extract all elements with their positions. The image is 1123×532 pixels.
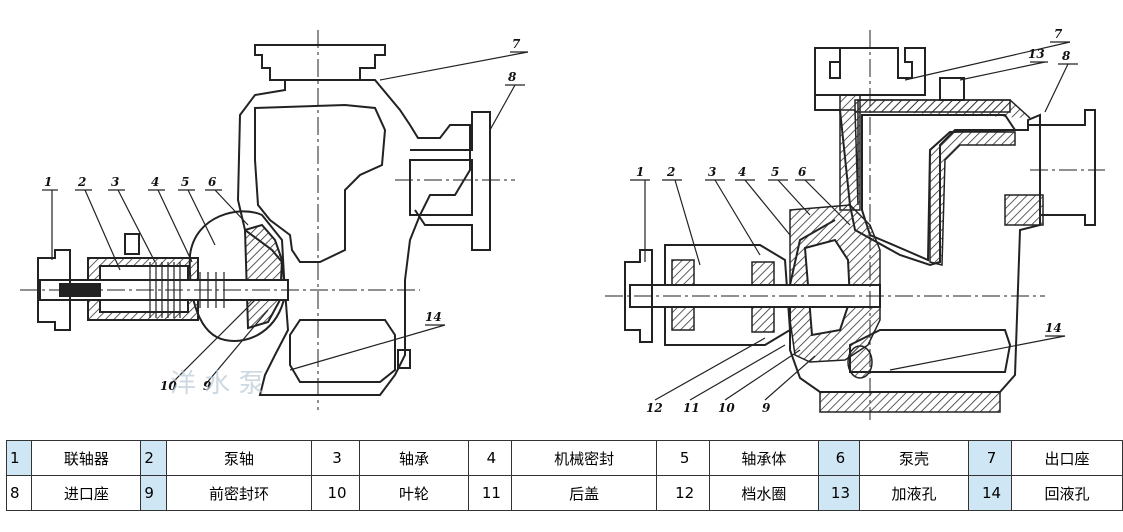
legend-part-name: 机械密封 bbox=[510, 440, 658, 476]
legend-part-name: 出口座 bbox=[1011, 440, 1123, 476]
right-callout-5: 5 bbox=[771, 165, 779, 179]
right-callout-12: 12 bbox=[646, 401, 663, 415]
right-callout-9: 9 bbox=[762, 401, 771, 415]
right-callout-8: 8 bbox=[1062, 49, 1071, 63]
right-callout-7: 7 bbox=[1054, 27, 1063, 41]
left-inner-chamber bbox=[254, 103, 387, 263]
left-side-bolt bbox=[397, 349, 411, 369]
right-coupling bbox=[624, 249, 653, 343]
legend-number: 5 bbox=[656, 440, 710, 476]
left-callout-labels: 1 2 3 4 5 6 7 8 14 10 9 bbox=[44, 37, 521, 393]
left-callout-7: 7 bbox=[512, 37, 521, 51]
right-callout-leaders bbox=[630, 41, 1078, 401]
right-callout-4: 4 bbox=[738, 165, 746, 179]
right-callout-2: 2 bbox=[666, 165, 675, 179]
legend-part-name: 轴承体 bbox=[708, 440, 819, 476]
right-pump-drawing bbox=[605, 30, 1105, 420]
right-callout-1: 1 bbox=[636, 165, 644, 179]
legend-part-name: 加液孔 bbox=[859, 475, 969, 511]
left-pump-casing bbox=[236, 79, 471, 396]
right-bearing-housing bbox=[664, 244, 792, 346]
left-coupling bbox=[37, 249, 71, 331]
legend-part-name: 泵壳 bbox=[859, 440, 969, 476]
right-outlet-flange bbox=[814, 47, 926, 96]
left-callout-6: 6 bbox=[208, 175, 217, 189]
left-callout-5: 5 bbox=[181, 175, 189, 189]
left-callout-14: 14 bbox=[425, 310, 442, 324]
right-callout-6: 6 bbox=[798, 165, 807, 179]
left-callout-4: 4 bbox=[151, 175, 159, 189]
pump-cross-section-drawings: 1 2 3 4 5 6 7 8 14 10 9 洋 水 泵 bbox=[20, 27, 1105, 420]
watermark: 洋 水 泵 bbox=[170, 369, 265, 399]
legend-part-name: 后盖 bbox=[510, 475, 658, 511]
left-callout-9: 9 bbox=[203, 379, 212, 393]
left-pump-drawing bbox=[20, 30, 515, 410]
right-callout-13: 13 bbox=[1028, 47, 1045, 61]
legend-row: 1 联轴器 2 泵轴 3 轴承 4 机械密封 5 轴承体 6 泵壳 7 出口座 bbox=[5, 440, 1123, 476]
legend-number: 11 bbox=[467, 475, 513, 511]
left-lower-chamber bbox=[289, 319, 396, 383]
right-callout-3: 3 bbox=[708, 165, 716, 179]
legend-part-name: 泵轴 bbox=[165, 440, 313, 476]
legend-number: 3 bbox=[311, 440, 360, 476]
legend-part-name: 进口座 bbox=[31, 475, 142, 511]
right-callout-10: 10 bbox=[718, 401, 735, 415]
legend-number: 12 bbox=[656, 475, 710, 511]
legend-row: 8 进口座 9 前密封环 10 叶轮 11 后盖 12 档水圈 13 加液孔 1… bbox=[5, 475, 1123, 511]
left-nozzle-bore bbox=[409, 159, 473, 216]
left-centerlines bbox=[20, 30, 515, 410]
left-impeller bbox=[243, 223, 284, 330]
legend-number: 4 bbox=[467, 440, 513, 476]
left-callout-8: 8 bbox=[508, 70, 517, 84]
legend-part-name: 轴承 bbox=[359, 440, 469, 476]
left-callout-1: 1 bbox=[44, 175, 52, 189]
legend-part-name: 联轴器 bbox=[31, 440, 142, 476]
right-callout-14: 14 bbox=[1045, 321, 1062, 335]
right-callout-11: 11 bbox=[683, 401, 700, 415]
left-callout-10: 10 bbox=[160, 379, 177, 393]
right-base bbox=[819, 391, 1001, 413]
left-top-bolt bbox=[124, 233, 140, 255]
legend-number: 9 bbox=[140, 475, 167, 511]
legend-number: 13 bbox=[817, 475, 861, 511]
legend-number: 10 bbox=[311, 475, 360, 511]
left-callout-2: 2 bbox=[77, 175, 86, 189]
right-outlet-nozzle bbox=[1028, 109, 1096, 226]
legend-part-name: 回液孔 bbox=[1011, 475, 1123, 511]
legend-part-name: 前密封环 bbox=[165, 475, 313, 511]
legend-number: 8 bbox=[5, 475, 33, 511]
legend-number: 1 bbox=[5, 440, 33, 476]
right-chamber-wall bbox=[929, 131, 1016, 266]
left-callout-leaders bbox=[42, 51, 529, 386]
legend-number: 6 bbox=[817, 440, 861, 476]
right-casing-wall-left bbox=[854, 99, 1011, 113]
legend-number: 2 bbox=[140, 440, 167, 476]
right-callout-labels: 1 2 3 4 5 6 7 13 8 14 12 11 10 9 bbox=[636, 27, 1071, 415]
legend-part-name: 档水圈 bbox=[708, 475, 819, 511]
parts-legend-table: 1 联轴器 2 泵轴 3 轴承 4 机械密封 5 轴承体 6 泵壳 7 出口座 … bbox=[5, 440, 1123, 511]
legend-part-name: 叶轮 bbox=[359, 475, 469, 511]
left-outlet-nozzle bbox=[410, 111, 491, 251]
left-callout-3: 3 bbox=[111, 175, 119, 189]
right-fill-hole-plug bbox=[939, 77, 965, 101]
right-centerlines bbox=[605, 30, 1105, 420]
legend-number: 14 bbox=[967, 475, 1013, 511]
legend-number: 7 bbox=[967, 440, 1013, 476]
right-nozzle-hatch bbox=[1004, 194, 1044, 226]
left-outlet-flange bbox=[254, 44, 386, 81]
